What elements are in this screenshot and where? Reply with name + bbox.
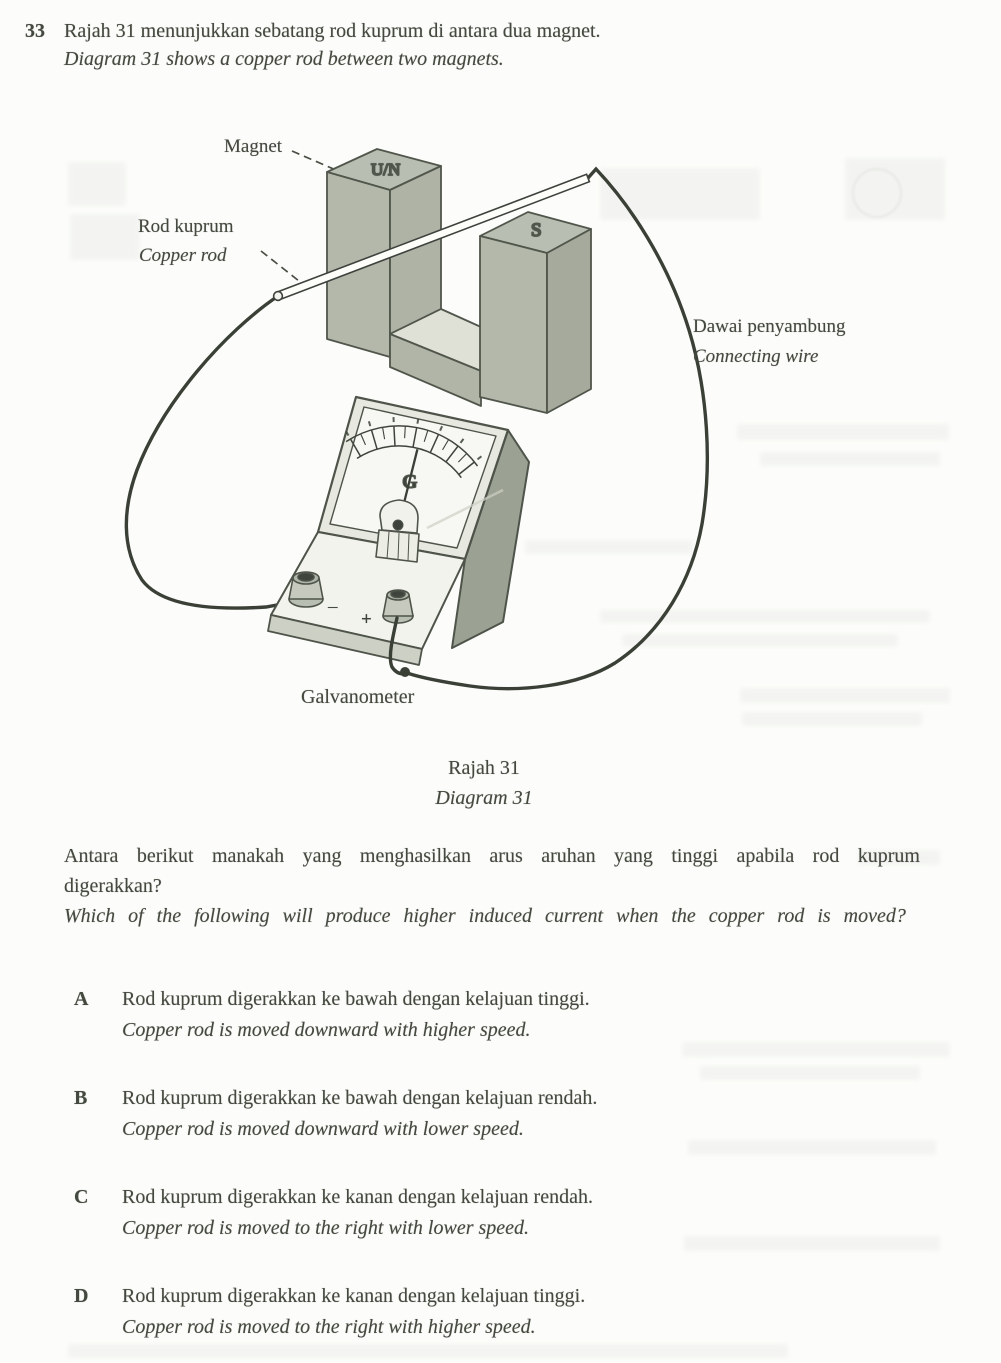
question-intro-ms: Rajah 31 menunjukkan sebatang rod kuprum…	[64, 20, 601, 42]
bleed-artifact	[760, 452, 940, 466]
circuit-diagram: U/N S	[124, 148, 709, 691]
needle-pivot-dot	[392, 519, 404, 531]
bleed-artifact	[740, 688, 950, 703]
galvanometer-label: Galvanometer	[301, 686, 415, 708]
caption-ms: Rajah 31	[448, 757, 520, 779]
option-text-en: Copper rod is moved downward with lower …	[122, 1118, 524, 1140]
magnet-base	[389, 308, 482, 407]
bleed-artifact	[682, 1042, 950, 1057]
option-text-ms: Rod kuprum digerakkan ke kanan dengan ke…	[122, 1285, 586, 1307]
rod-label-en: Copper rod	[139, 245, 227, 266]
pole-label-south: S	[531, 220, 542, 241]
question-prompt: Antara berikut manakah yang menghasilkan…	[64, 841, 920, 931]
positive-terminal	[382, 589, 414, 624]
option-text-en: Copper rod is moved downward with higher…	[122, 1019, 531, 1041]
option-text-en: Copper rod is moved to the right with lo…	[122, 1217, 530, 1239]
option-letter: B	[74, 1087, 88, 1109]
wire-junction	[400, 667, 410, 677]
positive-terminal-label: +	[361, 609, 372, 630]
negative-terminal	[288, 571, 324, 608]
option-letter: D	[74, 1285, 89, 1307]
option-letter: C	[74, 1186, 89, 1208]
counterweight-line	[386, 531, 390, 560]
copper-rod-end-cap	[272, 290, 284, 302]
figure-caption: Rajah 31 Diagram 31	[0, 753, 968, 813]
bleed-artifact	[852, 168, 902, 218]
magnet-label: Magnet	[224, 136, 283, 157]
option-text-en: Copper rod is moved to the right with hi…	[122, 1316, 536, 1338]
wire-label-ms: Dawai penyambung	[693, 316, 846, 337]
bleed-artifact	[858, 850, 940, 865]
bleed-artifact	[700, 1066, 920, 1080]
option-letter: A	[74, 988, 89, 1010]
face-reflection	[426, 488, 504, 530]
bleed-artifact	[742, 712, 922, 726]
bleed-artifact	[68, 1344, 788, 1358]
caption-en: Diagram 31	[435, 787, 533, 809]
connecting-wire-left	[124, 294, 295, 610]
copper-rod	[272, 173, 591, 302]
option-text-ms: Rod kuprum digerakkan ke bawah dengan ke…	[122, 988, 590, 1010]
needle-pivot-dome	[379, 499, 419, 534]
bleed-artifact	[70, 214, 140, 260]
bleed-artifact	[737, 424, 949, 440]
negative-terminal-label: –	[327, 596, 338, 617]
option-text-ms: Rod kuprum digerakkan ke bawah dengan ke…	[122, 1087, 598, 1109]
rod-leader-line	[260, 250, 300, 282]
horseshoe-magnet: U/N S	[326, 148, 592, 414]
wire-label-en: Connecting wire	[693, 346, 819, 367]
connecting-wire	[124, 166, 709, 691]
counterweight-line	[397, 532, 400, 561]
bleed-artifact	[600, 168, 760, 220]
meter-scale	[345, 417, 483, 479]
option-text-ms: Rod kuprum digerakkan ke kanan dengan ke…	[122, 1186, 593, 1208]
bleed-artifact	[688, 1140, 936, 1155]
needle-counterweight	[375, 529, 420, 563]
question-prompt-en: Which of the following will produce high…	[64, 905, 906, 927]
bleed-artifact	[600, 610, 930, 623]
question-number: 33	[25, 20, 45, 42]
question-prompt-ms: Antara berikut manakah yang menghasilkan…	[64, 845, 920, 897]
bleed-artifact	[68, 162, 126, 206]
rod-label-ms: Rod kuprum	[138, 216, 234, 237]
magnet-pole-right	[479, 211, 592, 414]
galvanometer: G – +	[267, 395, 530, 666]
counterweight-line	[407, 533, 410, 562]
bleed-artifact	[684, 1236, 940, 1251]
pole-label-north: U/N	[371, 160, 400, 179]
galvanometer-face	[329, 406, 497, 549]
bleed-artifact	[525, 540, 693, 554]
bleed-artifact	[622, 634, 898, 647]
question-intro-en: Diagram 31 shows a copper rod between tw…	[64, 48, 504, 70]
galvanometer-base-strip	[267, 614, 423, 666]
connecting-wire-right	[405, 166, 709, 691]
